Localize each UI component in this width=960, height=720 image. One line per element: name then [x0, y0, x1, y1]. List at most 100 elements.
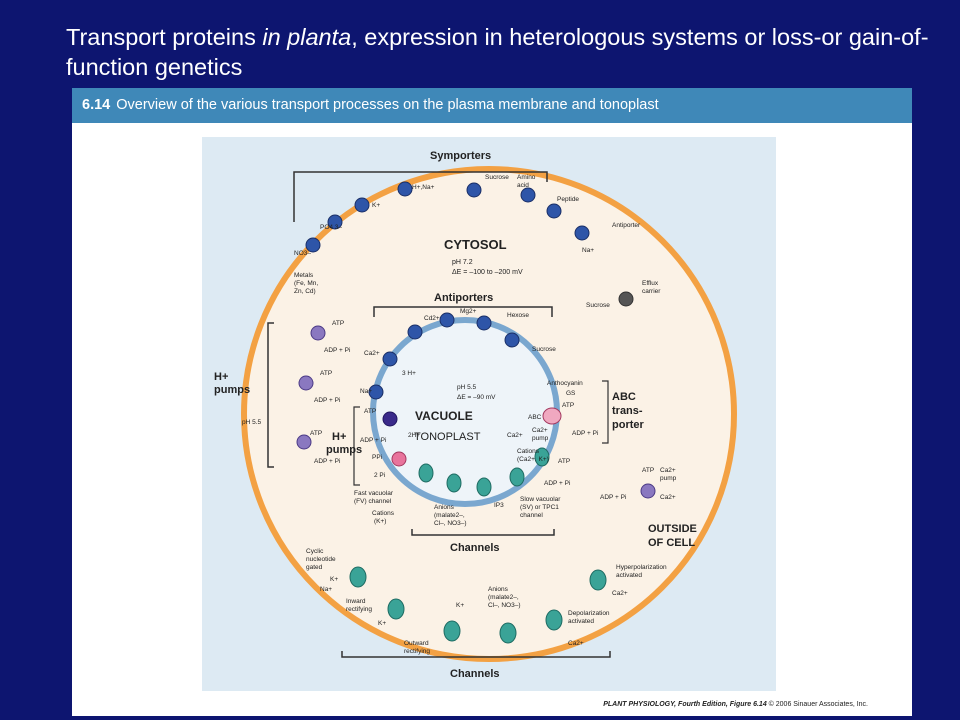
label-cations-1: Cations	[517, 448, 540, 455]
vac-carrier-sucrose	[504, 332, 520, 348]
title-italic: in planta	[262, 24, 352, 50]
vacuole-label: VACUOLE	[415, 409, 473, 423]
label-metals-3: Zn, Cd)	[294, 288, 316, 295]
v-atpase	[382, 411, 398, 427]
fv-channel	[418, 463, 434, 483]
label-ca-out-1: Ca2+	[660, 467, 676, 474]
abc-label-1: ABC	[612, 391, 636, 403]
label-depol-2: activated	[568, 618, 594, 625]
vac-h-pumps-2: pumps	[326, 444, 362, 456]
label-ip3: IP3	[494, 502, 504, 509]
label-anthocyanin: Anthocyanin	[547, 380, 583, 387]
label-atp-abc: ATP	[562, 402, 574, 409]
label-3h: 3 H+	[402, 370, 416, 377]
label-sucrose-vac: Sucrose	[532, 346, 556, 353]
label-metals-2: (Fe, Mn,	[294, 280, 318, 287]
figure-number: 6.14	[82, 97, 111, 113]
credit-book: PLANT PHYSIOLOGY, Fourth Edition, Figure…	[603, 701, 767, 708]
abc-brace	[602, 380, 609, 444]
label-sucrose: Sucrose	[485, 174, 509, 181]
label-hexose: Hexose	[507, 312, 529, 319]
label-cd: Cd2+	[424, 315, 440, 322]
vac-h-pumps-1: H+	[332, 431, 346, 443]
figure-panel: 6.14 Overview of the various transport pr…	[72, 88, 912, 716]
vacuole-ph: pH 5.5	[457, 384, 477, 391]
label-anions-3: Cl–, NO3–)	[434, 520, 467, 527]
label-ca-vac: Ca2+	[364, 350, 380, 357]
label-k-inward: K+	[378, 620, 386, 627]
label-adp-3: ADP + Pi	[314, 458, 340, 465]
vac-carrier-cd	[407, 324, 423, 340]
label-outward-1: Outward	[404, 640, 429, 647]
label-amino-1: Amino	[517, 174, 536, 181]
label-fv-3: Cations	[372, 510, 395, 517]
slide-title: Transport proteins in planta, expression…	[66, 22, 936, 82]
label-ppi: PPi	[372, 454, 382, 461]
label-efflux-1: Efflux	[642, 280, 659, 287]
h-pump-1	[310, 325, 326, 341]
outside-label-2: OF CELL	[648, 537, 695, 549]
label-atp-ca-vac: ATP	[558, 458, 570, 465]
label-atp-2: ATP	[320, 370, 332, 377]
label-amino-2: acid	[517, 182, 529, 189]
hyperpolarization-channel	[589, 569, 607, 591]
label-abc-small: ABC	[528, 414, 542, 421]
label-anions-out-3: Cl–, NO3–)	[488, 602, 521, 609]
label-sv-3: channel	[520, 512, 543, 519]
label-sv-1: Slow vacuolar	[520, 496, 561, 503]
label-atp-ca-out: ATP	[642, 467, 654, 474]
inward-rectifying-channel	[387, 598, 405, 620]
symporters-label: Symporters	[430, 150, 491, 162]
inner-channels-brace	[411, 529, 555, 536]
vac-h-pumps-brace	[353, 406, 360, 486]
plasma-channels	[349, 566, 607, 644]
tonoplast-channels	[418, 447, 550, 497]
label-outward-2: rectifying	[404, 648, 430, 655]
abc-transporter	[542, 407, 562, 425]
cytosol-label: CYTOSOL	[444, 237, 507, 252]
label-k: K+	[372, 202, 380, 209]
cytosol-potential: ΔE = –100 to –200 mV	[452, 269, 523, 276]
label-adp-ca-out: ADP + Pi	[600, 494, 626, 501]
carrier-no3	[305, 237, 321, 253]
label-cyclic-1: Cyclic	[306, 548, 324, 555]
label-k-cng: K+	[330, 576, 338, 583]
label-sv-2: (SV) or TPC1	[520, 504, 559, 511]
label-anions-1: Anions	[434, 504, 455, 511]
label-antiporter: Antiporter	[612, 222, 641, 229]
antiporters-brace	[373, 306, 553, 317]
label-na: Na+	[582, 247, 594, 254]
efflux-carrier-icon	[618, 291, 634, 307]
tonoplast-antiporters	[368, 312, 520, 400]
inner-channels-label: Channels	[450, 542, 500, 554]
label-anions-out-2: (malate2–,	[488, 594, 519, 601]
vac-carrier-hexose	[476, 315, 492, 331]
caption-text: Overview of the various transport proces…	[116, 97, 659, 113]
cng-channel	[349, 566, 367, 588]
label-atp-3: ATP	[310, 430, 322, 437]
vac-carrier-mg	[439, 312, 455, 328]
vac-carrier-na	[368, 384, 384, 400]
symporters-brace	[293, 171, 548, 222]
label-metals-1: Metals	[294, 272, 314, 279]
title-text-continued: , expression in heterologous systems or …	[66, 24, 929, 80]
label-hyper-1: Hyperpolarization	[616, 564, 667, 571]
figure-caption: 6.14 Overview of the various transport pr…	[72, 88, 912, 123]
symporter-carriers	[305, 181, 590, 253]
anion-channel-vac	[446, 473, 462, 493]
outside-ph: pH 5.5	[242, 419, 262, 426]
outer-channels-brace	[341, 651, 611, 658]
label-ca-out-2: pump	[660, 475, 677, 482]
abc-label-3: porter	[612, 419, 645, 431]
label-adp-2: ADP + Pi	[314, 397, 340, 404]
label-adp-abc: ADP + Pi	[572, 430, 598, 437]
transport-diagram: Symporters CYTOSOL pH 7.2 ΔE = –100 to –…	[202, 137, 776, 691]
label-anions-2: (malate2–,	[434, 512, 465, 519]
vac-carrier-ca	[382, 351, 398, 367]
label-anions-out-1: Anions	[488, 586, 509, 593]
label-mg: Mg2+	[460, 308, 477, 315]
h-pumps-brace	[267, 322, 274, 468]
label-ca-depol: Ca2+	[568, 640, 584, 647]
abc-label-2: trans-	[612, 405, 643, 417]
carrier-h-na	[397, 181, 413, 197]
